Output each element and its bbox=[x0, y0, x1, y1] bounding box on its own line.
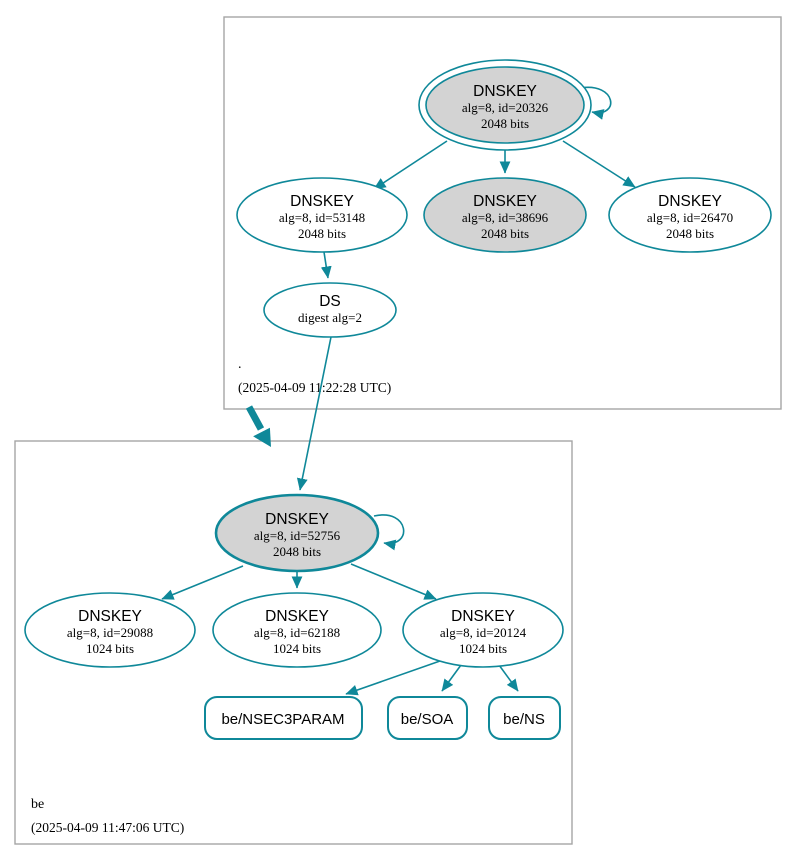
node-dnskey-20326-ksk: DNSKEY alg=8, id=20326 2048 bits bbox=[418, 59, 592, 151]
dnskey-52756-bits: 2048 bits bbox=[273, 544, 321, 559]
node-dnskey-38696: DNSKEY alg=8, id=38696 2048 bits bbox=[423, 177, 587, 253]
ds-title: DS bbox=[319, 293, 341, 310]
dnskey-29088-ellipse bbox=[24, 592, 196, 668]
node-dnskey-52756-ksk: DNSKEY alg=8, id=52756 2048 bits bbox=[214, 493, 380, 573]
node-dnskey-20124: DNSKEY alg=8, id=20124 1024 bits bbox=[402, 592, 564, 668]
dnskey-62188-bits: 1024 bits bbox=[273, 641, 321, 656]
node-dnskey-26470: DNSKEY alg=8, id=26470 2048 bits bbox=[608, 177, 772, 253]
dnskey-62188-ellipse bbox=[212, 592, 382, 668]
dnskey-53148-alg-id: alg=8, id=53148 bbox=[279, 210, 365, 225]
edge-be-ksk-self-loop bbox=[373, 514, 405, 551]
node-rrset-nsec3param: be/NSEC3PARAM bbox=[204, 696, 363, 740]
ds-digest: digest alg=2 bbox=[298, 310, 362, 325]
dnskey-38696-ellipse bbox=[423, 177, 587, 253]
edge-be-ksk-to-zsk-29088 bbox=[161, 565, 244, 600]
dnskey-62188-title: DNSKEY bbox=[265, 608, 329, 625]
dnskey-52756-ellipse bbox=[214, 493, 380, 573]
dnskey-26470-title: DNSKEY bbox=[658, 193, 722, 210]
dnskey-53148-ellipse bbox=[236, 177, 408, 253]
root-zone-label: . bbox=[238, 357, 242, 372]
dnskey-52756-title: DNSKEY bbox=[265, 511, 329, 528]
rrset-nsec3param-label: be/NSEC3PARAM bbox=[221, 711, 344, 728]
dnskey-20326-bits: 2048 bits bbox=[481, 116, 529, 131]
dnskey-20326-alg-id: alg=8, id=20326 bbox=[462, 100, 549, 115]
dnskey-52756-alg-id: alg=8, id=52756 bbox=[254, 528, 341, 543]
edge-zsk-53148-to-ds bbox=[320, 251, 332, 279]
dnskey-20326-ellipse bbox=[425, 66, 585, 144]
dnskey-29088-title: DNSKEY bbox=[78, 608, 142, 625]
dnskey-20124-bits: 1024 bits bbox=[459, 641, 507, 656]
root-zone-timestamp: (2025-04-09 11:22:28 UTC) bbox=[238, 380, 391, 395]
be-zone-label: be bbox=[31, 797, 44, 812]
dnskey-20124-ellipse bbox=[402, 592, 564, 668]
edge-zsk-20124-to-ns bbox=[498, 664, 519, 692]
edge-ds-to-be-ksk bbox=[296, 336, 332, 491]
dnskey-53148-title: DNSKEY bbox=[290, 193, 354, 210]
rrset-soa-label: be/SOA bbox=[401, 711, 454, 728]
edge-root-ksk-self-loop bbox=[579, 86, 612, 120]
dnskey-26470-ellipse bbox=[608, 177, 772, 253]
dnskey-26470-bits: 2048 bits bbox=[666, 226, 714, 241]
dnskey-38696-alg-id: alg=8, id=38696 bbox=[462, 210, 549, 225]
edge-root-ksk-to-zsk-53148 bbox=[373, 140, 448, 190]
rrset-soa-box bbox=[387, 696, 468, 740]
node-ds-root: DS digest alg=2 bbox=[263, 282, 397, 338]
node-dnskey-62188: DNSKEY alg=8, id=62188 1024 bits bbox=[212, 592, 382, 668]
rrset-ns-label: be/NS bbox=[503, 711, 545, 728]
node-rrset-soa: be/SOA bbox=[387, 696, 468, 740]
edge-zsk-20124-to-nsec3param bbox=[345, 660, 441, 696]
dnskey-20124-title: DNSKEY bbox=[451, 608, 515, 625]
be-zone-timestamp: (2025-04-09 11:47:06 UTC) bbox=[31, 820, 184, 835]
dnskey-29088-alg-id: alg=8, id=29088 bbox=[67, 625, 153, 640]
dnskey-38696-title: DNSKEY bbox=[473, 193, 537, 210]
dnskey-38696-bits: 2048 bits bbox=[481, 226, 529, 241]
edge-zsk-20124-to-soa bbox=[441, 664, 462, 692]
dnskey-53148-bits: 2048 bits bbox=[298, 226, 346, 241]
rrset-ns-box bbox=[488, 696, 561, 740]
delegation-arrowhead bbox=[253, 427, 271, 447]
node-dnskey-29088: DNSKEY alg=8, id=29088 1024 bits bbox=[24, 592, 196, 668]
rrset-nsec3param-box bbox=[204, 696, 363, 740]
ds-ellipse bbox=[263, 282, 397, 338]
dnskey-29088-bits: 1024 bits bbox=[86, 641, 134, 656]
dnskey-26470-alg-id: alg=8, id=26470 bbox=[647, 210, 733, 225]
edge-be-ksk-to-zsk-20124 bbox=[350, 563, 437, 600]
dnskey-20326-title: DNSKEY bbox=[473, 83, 537, 100]
delegation-arrow-root-to-be bbox=[245, 405, 271, 447]
node-rrset-ns: be/NS bbox=[488, 696, 561, 740]
edge-root-ksk-to-zsk-26470 bbox=[562, 140, 636, 188]
dnskey-62188-alg-id: alg=8, id=62188 bbox=[254, 625, 340, 640]
node-dnskey-53148: DNSKEY alg=8, id=53148 2048 bits bbox=[236, 177, 408, 253]
dnskey-20124-alg-id: alg=8, id=20124 bbox=[440, 625, 527, 640]
